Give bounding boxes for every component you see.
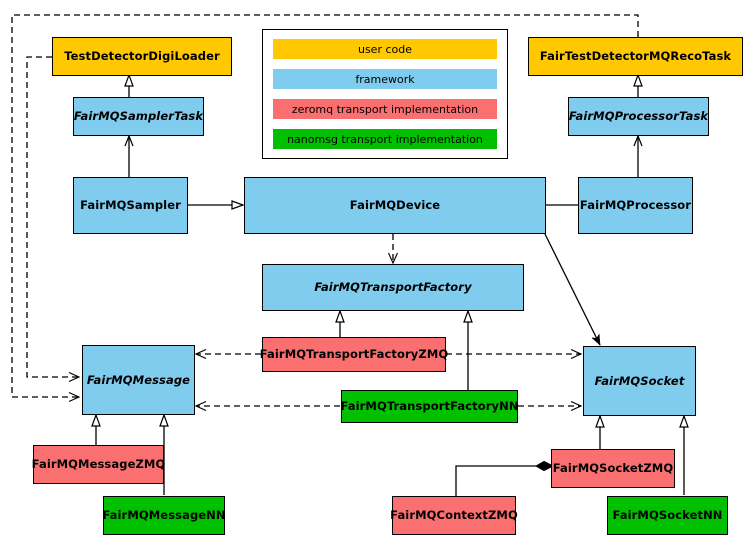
class-label: FairMQMessage <box>86 372 191 387</box>
class-fairmq-socket-zmq[interactable]: FairMQSocketZMQ <box>551 449 675 488</box>
class-fairmq-processor-task[interactable]: FairMQProcessorTask <box>568 97 709 136</box>
class-label: FairMQSocket <box>594 373 685 388</box>
class-label: FairMQProcessorTask <box>568 109 709 124</box>
legend-label: framework <box>355 72 415 86</box>
legend-label: nanomsg transport implementation <box>287 132 483 146</box>
class-fairmq-message-nn[interactable]: FairMQMessageNN <box>102 496 226 535</box>
class-fairmq-transport-factory-nn[interactable]: FairMQTransportFactoryNN <box>340 390 519 423</box>
legend-label: zeromq transport implementation <box>291 102 479 116</box>
class-fairmq-sampler-task[interactable]: FairMQSamplerTask <box>73 97 204 136</box>
class-label: FairMQContextZMQ <box>390 508 518 523</box>
class-label: FairTestDetectorMQRecoTask <box>539 49 732 64</box>
class-label: FairMQMessageNN <box>102 508 226 523</box>
class-fairmq-transport-factory-zmq[interactable]: FairMQTransportFactoryZMQ <box>259 337 449 372</box>
class-label: FairMQSocketZMQ <box>552 461 674 476</box>
class-label: FairMQTransportFactoryNN <box>340 399 519 414</box>
class-test-detector-digi-loader[interactable]: TestDetectorDigiLoader <box>52 37 232 76</box>
class-fairmq-socket[interactable]: FairMQSocket <box>583 346 696 416</box>
class-label: FairMQProcessor <box>579 198 692 213</box>
class-fair-test-detector-mq-reco-task[interactable]: FairTestDetectorMQRecoTask <box>528 37 743 76</box>
class-fairmq-context-zmq[interactable]: FairMQContextZMQ <box>390 496 518 535</box>
class-fairmq-message-zmq[interactable]: FairMQMessageZMQ <box>31 445 166 484</box>
legend-item-framework: framework <box>273 69 497 89</box>
class-fairmq-sampler[interactable]: FairMQSampler <box>73 177 188 234</box>
class-fairmq-transport-factory[interactable]: FairMQTransportFactory <box>262 264 524 311</box>
class-fairmq-message[interactable]: FairMQMessage <box>82 345 195 415</box>
legend-panel: user code framework zeromq transport imp… <box>262 29 508 159</box>
class-label: FairMQSamplerTask <box>73 109 204 124</box>
class-label: FairMQTransportFactoryZMQ <box>259 347 449 362</box>
class-label: FairMQTransportFactory <box>314 280 472 295</box>
legend-item-nanomsg: nanomsg transport implementation <box>273 129 497 149</box>
legend-item-user-code: user code <box>273 39 497 59</box>
class-label: FairMQSampler <box>80 198 181 213</box>
class-fairmq-processor[interactable]: FairMQProcessor <box>578 177 693 234</box>
class-label: FairMQSocketNN <box>612 508 723 523</box>
class-label: FairMQMessageZMQ <box>31 457 166 472</box>
legend-label: user code <box>357 42 413 56</box>
class-label: FairMQDevice <box>349 198 441 213</box>
class-label: TestDetectorDigiLoader <box>64 49 220 64</box>
class-fairmq-socket-nn[interactable]: FairMQSocketNN <box>607 496 728 535</box>
legend-item-zeromq: zeromq transport implementation <box>273 99 497 119</box>
class-fairmq-device[interactable]: FairMQDevice <box>244 177 546 234</box>
